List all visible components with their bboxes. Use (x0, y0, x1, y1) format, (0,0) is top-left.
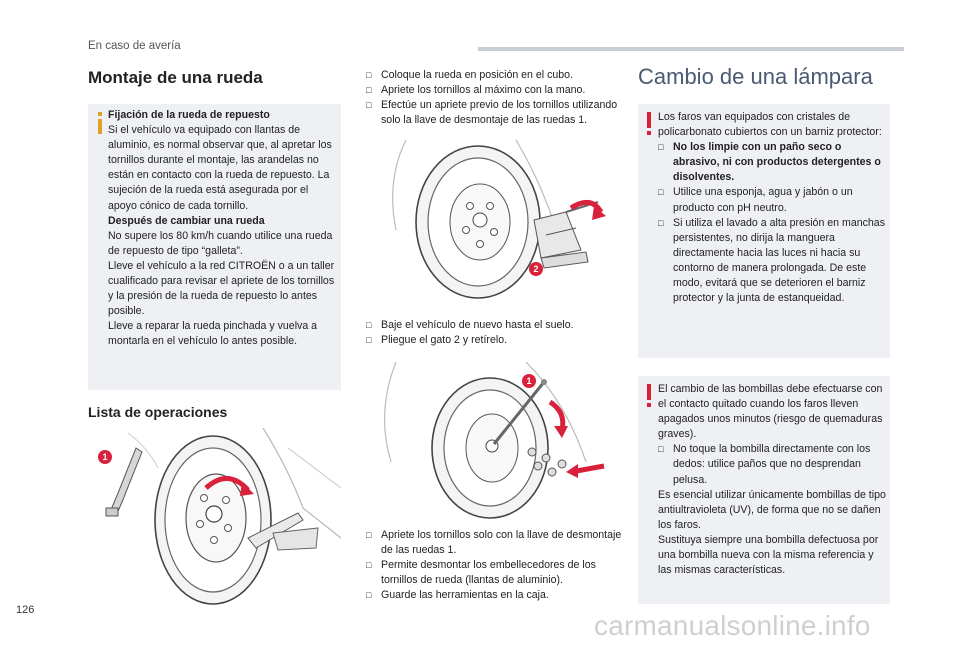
wheel-wrench-illustration (105, 428, 341, 605)
title-montaje: Montaje de una rueda (88, 68, 263, 87)
list-item: □Apriete los tornillos solo con la llave… (366, 529, 622, 556)
wheel-bolts-illustration (383, 362, 605, 519)
watermark-text: carmanualsonline.info (594, 610, 871, 641)
info-icon (98, 112, 102, 134)
list-item: □Coloque la rueda en posición en el cubo… (366, 69, 574, 81)
header-bar (478, 47, 904, 51)
page-number: 126 (16, 604, 35, 616)
badge-2: 2 (529, 262, 543, 276)
badge-3: 1 (522, 374, 536, 388)
list-item: □Apriete los tornillos al máximo con la … (366, 84, 586, 96)
info-p3: Lleve el vehículo a la red CITROËN o a u… (108, 259, 335, 318)
warn1-b2: Utilice una esponja, agua y jabón o un p… (673, 186, 853, 214)
warn2-p2: Sustituya siempre una bombilla defectuos… (658, 533, 879, 577)
warning-box-1: Los faros van equipados con cristales de… (638, 104, 890, 358)
info-p1: Si el vehículo va equipado con llantas d… (108, 124, 332, 212)
list-steps-1: □Coloque la rueda en posición en el cubo… (366, 68, 624, 128)
info-p4: Lleve a reparar la rueda pinchada y vuel… (108, 320, 318, 348)
warn1-b3: Si utiliza el lavado a alta presión en m… (673, 216, 885, 305)
title-lampara: Cambio de una lámpara (638, 64, 873, 89)
warn2-intro: El cambio de las bombillas debe efectuar… (658, 383, 883, 441)
list-item: □Baje el vehículo de nuevo hasta el suel… (366, 319, 574, 331)
info-box: Fijación de la rueda de repuesto Si el v… (88, 104, 341, 390)
list-item: □Pliegue el gato 2 y retírelo. (366, 334, 508, 346)
warn2-b1: No toque la bombilla directamente con lo… (673, 443, 871, 486)
warning-box-2: El cambio de las bombillas debe efectuar… (638, 376, 890, 604)
wheel-jack-illustration (392, 140, 606, 299)
list-item: □Permite desmontar los embellecedores de… (366, 559, 596, 586)
info-p2: No supere los 80 km/h cuando utilice una… (108, 229, 333, 257)
list-item: □Guarde las herramientas en la caja. (366, 589, 549, 601)
list-steps-2: □Baje el vehículo de nuevo hasta el suel… (366, 318, 624, 348)
warn1-intro: Los faros van equipados con cristales de… (658, 111, 882, 139)
warn1-b1: No los limpie con un paño seco o abrasiv… (673, 141, 881, 184)
info-title-1: Fijación de la rueda de repuesto (108, 109, 270, 121)
title-operaciones: Lista de operaciones (88, 404, 228, 420)
list-steps-3: □Apriete los tornillos solo con la llave… (366, 528, 624, 603)
info-title-2: Después de cambiar una rueda (108, 214, 265, 227)
section-header: En caso de avería (88, 40, 181, 52)
warning-icon (647, 112, 651, 135)
warning-icon (647, 384, 651, 407)
list-item: □Efectúe un apriete previo de los tornil… (366, 99, 618, 126)
warn2-p1: Es esencial utilizar únicamente bombilla… (658, 488, 886, 531)
badge-1: 1 (98, 450, 112, 464)
